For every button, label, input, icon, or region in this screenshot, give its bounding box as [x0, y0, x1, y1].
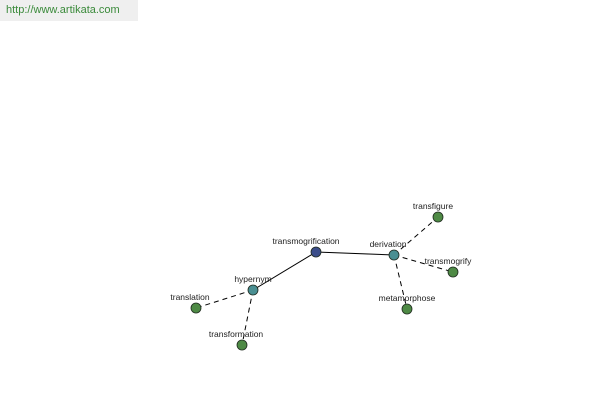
- node-metamorphose[interactable]: [401, 303, 413, 315]
- node-translation[interactable]: [190, 302, 202, 314]
- node-transformation[interactable]: [236, 339, 248, 351]
- node-transmogrify[interactable]: [447, 266, 459, 278]
- node-label-transmogrification[interactable]: transmogrification: [272, 236, 339, 246]
- nodes-layer: [190, 211, 459, 351]
- edge-transmogrification-derivation: [315, 251, 395, 256]
- node-label-transmogrify[interactable]: transmogrify: [425, 256, 473, 266]
- node-label-derivation[interactable]: derivation: [370, 239, 407, 249]
- edge-derivation-metamorphose: [393, 254, 408, 310]
- labels-layer: transmogrification hypernym derivation tran…: [170, 201, 472, 339]
- edge-transmogrification-hypernym: [252, 251, 317, 291]
- node-derivation[interactable]: [388, 249, 400, 261]
- node-transmogrification[interactable]: [310, 246, 322, 258]
- edge-derivation-transmogrify: [393, 254, 454, 273]
- edges-layer: [195, 216, 454, 346]
- node-label-translation[interactable]: translation: [170, 292, 209, 302]
- node-transfigure[interactable]: [432, 211, 444, 223]
- node-label-transfigure[interactable]: transfigure: [413, 201, 453, 211]
- node-label-transformation[interactable]: transformation: [209, 329, 264, 339]
- edge-hypernym-translation: [195, 289, 254, 309]
- source-url[interactable]: http://www.artikata.com: [0, 0, 138, 21]
- edge-derivation-transfigure: [393, 216, 439, 256]
- node-label-metamorphose[interactable]: metamorphose: [379, 293, 436, 303]
- edge-hypernym-transformation: [241, 289, 254, 346]
- node-label-hypernym[interactable]: hypernym: [234, 274, 271, 284]
- node-hypernym[interactable]: [247, 284, 259, 296]
